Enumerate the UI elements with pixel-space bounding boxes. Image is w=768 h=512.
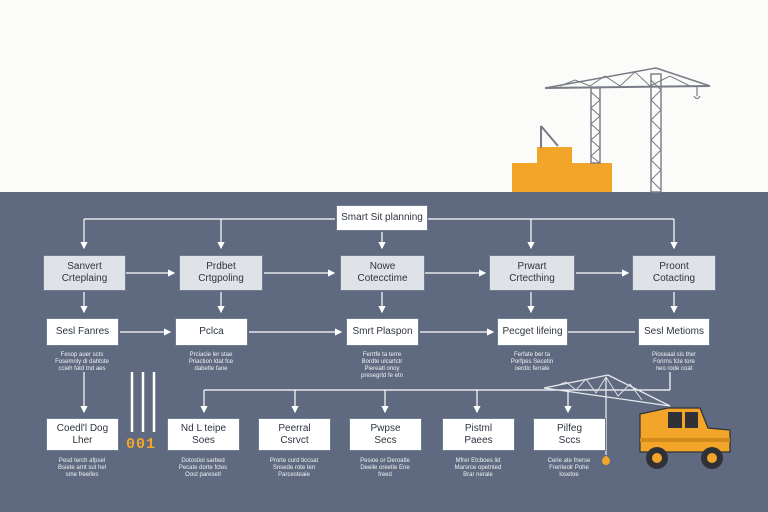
- row3-box-5: Pistml Paees: [442, 418, 515, 451]
- row3-note-6: Cerie ate fnerse Freriteolr Pohe losetoe: [547, 458, 591, 478]
- row2-box-1: Sesl Fanres: [46, 318, 119, 346]
- row3-box-6: Pilfeg Sccs: [533, 418, 606, 451]
- row2-note-2: Prciacie ler stae Priaction ldat fce dab…: [188, 352, 234, 372]
- row3-note-4: Pesioe or Deroatle Deeile oreetle Ene fr…: [360, 458, 410, 478]
- row2-box-2: Pclca: [175, 318, 248, 346]
- row3-note-5: Mfrer Etcboes lid Marsrce opetnted Brar …: [454, 458, 502, 478]
- row2-note-1: Fesop auer scts Fosemnly di dahtste ccie…: [55, 352, 109, 372]
- row3-box-4: Pwpse Secs: [349, 418, 422, 451]
- row2-box-5: Sesl Metioms: [638, 318, 710, 346]
- row1-box-2: Prdbet Crtgpoling: [179, 255, 263, 291]
- row1-box-5: Proont Cotacting: [632, 255, 716, 291]
- top-planning-box: Smart Sit planning: [336, 205, 428, 231]
- row3-box-1: Coedl'l Dog Lher: [46, 418, 119, 451]
- row1-box-4: Prwart Crtecthing: [489, 255, 575, 291]
- row3-box-2: Nd L teipe Soes: [167, 418, 240, 451]
- row3-note-2: Dotostioi sarbed Pecate dorte fctes Oost…: [178, 458, 228, 478]
- counter-digits: 001: [126, 436, 157, 453]
- row2-box-4: Pecget lifeing: [497, 318, 568, 346]
- row2-box-3: Smrt Plaspon: [346, 318, 419, 346]
- row3-note-1: Pesd terch afpsel Bsiete arnt sut hel sm…: [57, 458, 107, 478]
- row1-box-3: Nowe Cotecctime: [340, 255, 425, 291]
- row3-note-3: Prorte curd ticcsat Snsede rote ten Parc…: [269, 458, 319, 478]
- row3-box-3: Peerral Csrvct: [258, 418, 331, 451]
- tower-crane-icon: [544, 67, 711, 193]
- construction-site-icon: [512, 125, 612, 192]
- row2-note-5: Pioseaal sis ther Forirns fcle tore neo …: [651, 352, 697, 372]
- row2-note-4: Ferfate ber ta Porfpes Secetin oerdic fe…: [510, 352, 554, 372]
- row1-box-1: Sanvert Crteplaing: [43, 255, 126, 291]
- row2-note-3: Ferrtfe ta terre Bordte ulcartctr Pierea…: [360, 352, 404, 379]
- sky-background: [0, 0, 768, 192]
- mobile-crane-icon: [543, 374, 731, 469]
